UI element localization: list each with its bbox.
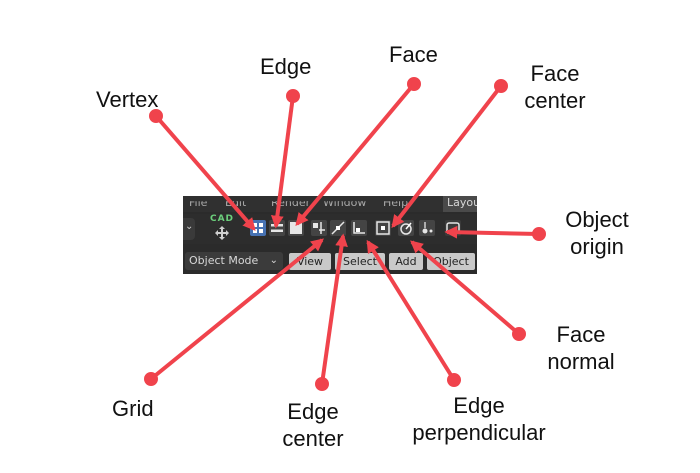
arrow-face-normal-dot xyxy=(512,327,526,341)
label-vertex: Vertex xyxy=(96,87,159,112)
arrow-face-center-dot xyxy=(494,79,508,93)
label-face-normal: Face normal xyxy=(537,321,625,375)
mode-row: Object Mode ⌄ View Select Add Object xyxy=(183,250,477,272)
arrow-edge-dot xyxy=(286,89,300,103)
arrow-face xyxy=(295,82,416,226)
arrow-grid xyxy=(149,238,324,381)
arrow-face-center xyxy=(391,84,503,229)
face-normal-icon xyxy=(400,222,412,235)
label-face: Face xyxy=(389,42,438,67)
arrow-grid-dot xyxy=(144,372,158,386)
arrow-edge xyxy=(270,95,295,229)
label-object-origin-line1: Object xyxy=(565,207,629,232)
menu-help[interactable]: Help xyxy=(383,196,409,209)
label-edge-perpendicular-line2: perpendicular xyxy=(412,420,546,445)
move-arrows-icon xyxy=(215,226,229,240)
arrow-vertex xyxy=(154,114,256,231)
object-mode-select[interactable]: Object Mode ⌄ xyxy=(185,252,283,270)
object-origin-icon xyxy=(422,222,433,234)
arrow-edge-center-dot xyxy=(315,377,329,391)
arrow-vertex-dot xyxy=(149,109,163,123)
arrow-face-normal xyxy=(410,240,521,336)
label-edge-center-line2: center xyxy=(282,426,344,451)
label-face-center-line1: Face xyxy=(530,61,580,86)
label-edge-center: Edge center xyxy=(275,398,351,452)
menu-window[interactable]: Window xyxy=(323,196,367,209)
chevron-down-icon: ⌄ xyxy=(185,221,194,232)
arrow-object-origin xyxy=(444,225,540,239)
snap-edge-perpendicular-button[interactable] xyxy=(351,220,367,236)
object-mode-label: Object Mode xyxy=(189,254,259,267)
arrow-object-origin-dot xyxy=(532,227,546,241)
cad-logo: CAD xyxy=(205,214,239,244)
left-dropdown[interactable]: ⌄ xyxy=(183,218,195,240)
label-object-origin: Object origin xyxy=(556,206,638,260)
grid-icon xyxy=(313,222,325,234)
label-edge-center-line1: Edge xyxy=(287,399,339,424)
menu-file[interactable]: File xyxy=(189,196,208,209)
snap-grid-button[interactable] xyxy=(311,220,327,236)
edge-center-icon xyxy=(331,221,345,235)
cad-logo-text: CAD xyxy=(209,214,235,224)
label-face-normal-line1: Face xyxy=(556,322,606,347)
chevron-down-icon: ⌄ xyxy=(269,255,278,266)
arrow-edge-center xyxy=(320,233,348,385)
snap-face-center-button[interactable] xyxy=(375,220,391,236)
face-center-icon xyxy=(376,221,390,235)
label-edge-perpendicular-line1: Edge xyxy=(453,393,505,418)
label-face-center: Face center xyxy=(516,60,594,114)
arrow-edge-perpendicular xyxy=(366,239,456,382)
select-button[interactable]: Select xyxy=(335,253,385,270)
edge-perpendicular-icon xyxy=(353,222,365,234)
label-face-normal-line2: normal xyxy=(547,349,615,374)
menu-render[interactable]: Render xyxy=(271,196,311,209)
snap-toolbar: ⌄ CAD xyxy=(183,214,477,244)
label-object-origin-line2: origin xyxy=(570,234,624,259)
label-face-center-line2: center xyxy=(524,88,586,113)
label-grid: Grid xyxy=(112,396,154,421)
label-edge-perpendicular: Edge perpendicular xyxy=(396,392,562,446)
arrow-face-dot xyxy=(407,77,421,91)
label-edge: Edge xyxy=(260,54,312,79)
add-button[interactable]: Add xyxy=(389,253,423,270)
arrow-edge-perpendicular-dot xyxy=(447,373,461,387)
snap-edge-center-button[interactable] xyxy=(330,220,346,236)
snap-object-origin-button[interactable] xyxy=(419,220,435,236)
tab-layout[interactable]: Layou xyxy=(443,196,477,212)
